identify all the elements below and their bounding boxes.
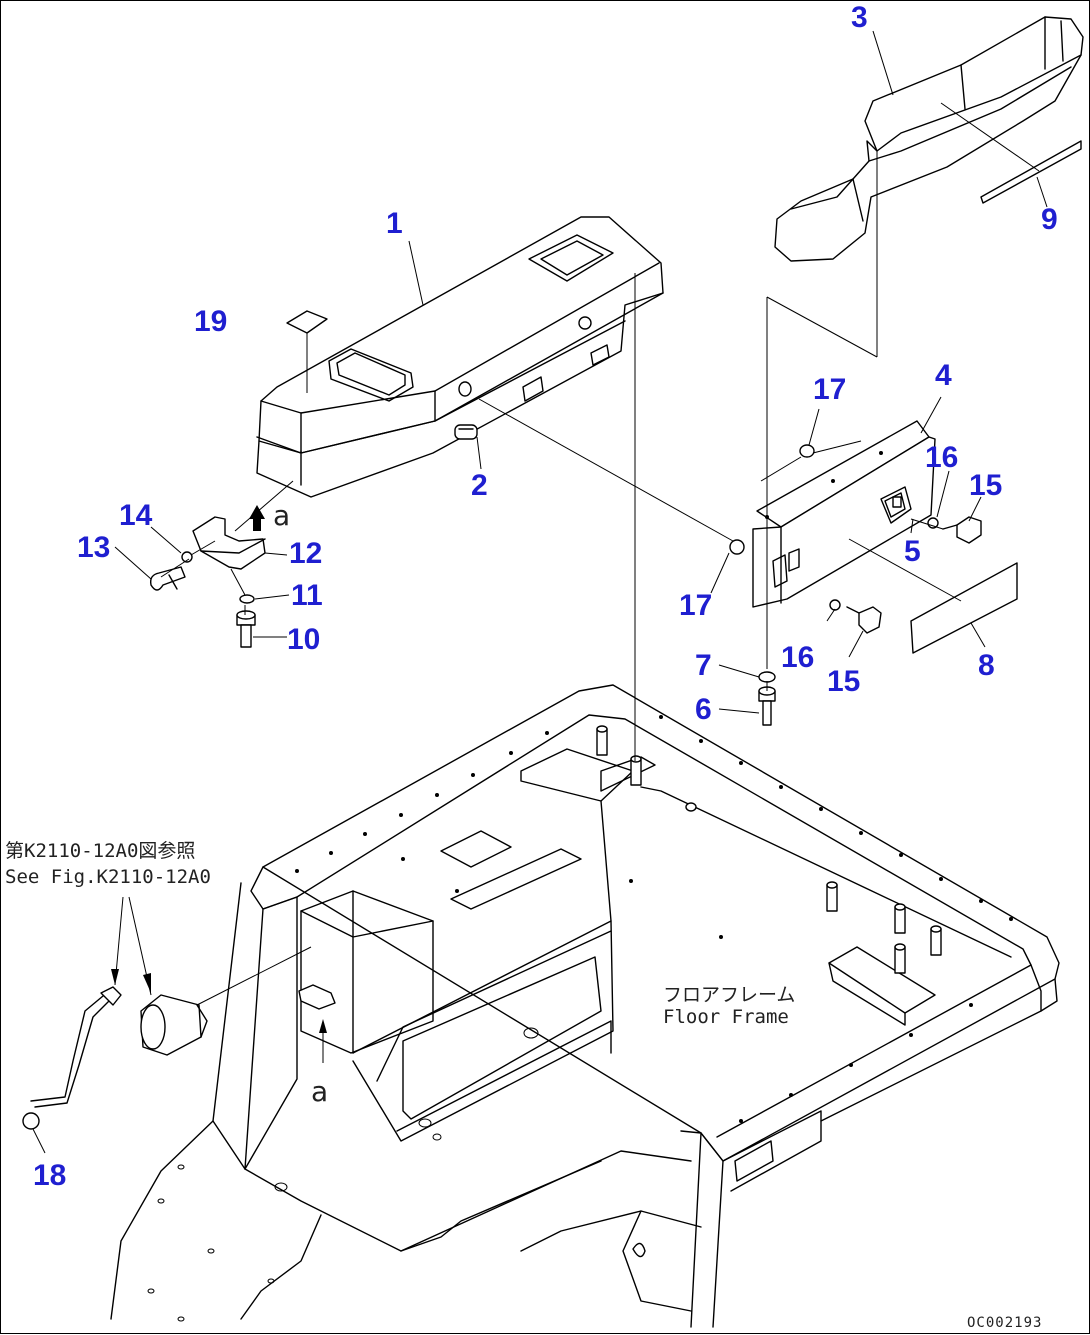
callout-10: 10 [287,623,320,656]
callout-1: 1 [386,207,403,240]
floor-frame-label-japanese: フロアフレーム [663,984,795,1006]
bolt-part-10 [236,610,256,648]
armrest-part-3 [774,16,1084,262]
fastener-15-top [942,516,982,544]
callout-2: 2 [471,469,488,502]
knob-bracket-part-5 [880,486,912,524]
clip-part-2 [454,424,478,440]
detail-mark-a-bottom: a [311,1075,328,1108]
callout-labels: 1 2 3 4 5 6 7 8 9 10 11 12 13 14 15 15 1… [33,1,1058,1192]
detail-mark-a-top: a [273,499,290,532]
callout-3: 3 [851,1,868,34]
floor-frame-label-english: Floor Frame [663,1006,789,1028]
callout-6: 6 [695,693,712,726]
annotations: 第K2110-12A0図参照 See Fig.K2110-12A0 フロアフレー… [5,499,1042,1331]
label-19-marker [286,310,328,334]
washer-part-11 [239,594,255,604]
bolt-part-6 [758,686,776,726]
cap-part-18 [22,1112,40,1130]
callout-4: 4 [935,359,952,392]
callout-8: 8 [978,649,995,682]
console-box-part-1 [256,216,664,498]
washer-16-bottom [829,599,841,611]
harness-assembly [30,986,208,1108]
frame-studs [596,725,942,974]
callout-11: 11 [291,579,323,612]
label-plate-part-8 [910,562,1018,654]
nut-17-top [799,444,815,458]
callout-17-left: 17 [679,589,712,622]
callout-17-top: 17 [813,373,846,406]
leader-lines [32,30,1048,1154]
callout-15-top: 15 [969,469,1002,502]
drawing-code: OC002193 [967,1315,1042,1331]
washer-part-7 [758,671,776,683]
fastener-15-bottom [846,606,882,634]
callout-15-bottom: 15 [827,665,860,698]
floor-frame [110,684,1060,1328]
callout-5: 5 [904,535,921,568]
callout-13: 13 [77,531,110,564]
see-figure-note-english: See Fig.K2110-12A0 [5,866,211,888]
bracket-part-12 [192,516,266,570]
callout-18: 18 [33,1159,66,1192]
strip-part-9 [980,140,1082,204]
callout-14: 14 [119,499,153,532]
nut-17-left [729,539,745,555]
see-figure-note-japanese: 第K2110-12A0図参照 [5,840,195,862]
callout-7: 7 [695,649,712,682]
bracket-plate-part-4 [752,420,936,608]
callout-16-top: 16 [925,441,958,474]
bolt-part-13 [149,566,186,591]
callout-12: 12 [289,537,322,570]
washer-part-14 [181,551,193,563]
callout-9: 9 [1041,203,1058,236]
callout-16-bottom: 16 [781,641,814,674]
frame-holes [295,715,1013,1123]
callout-19: 19 [194,305,227,338]
